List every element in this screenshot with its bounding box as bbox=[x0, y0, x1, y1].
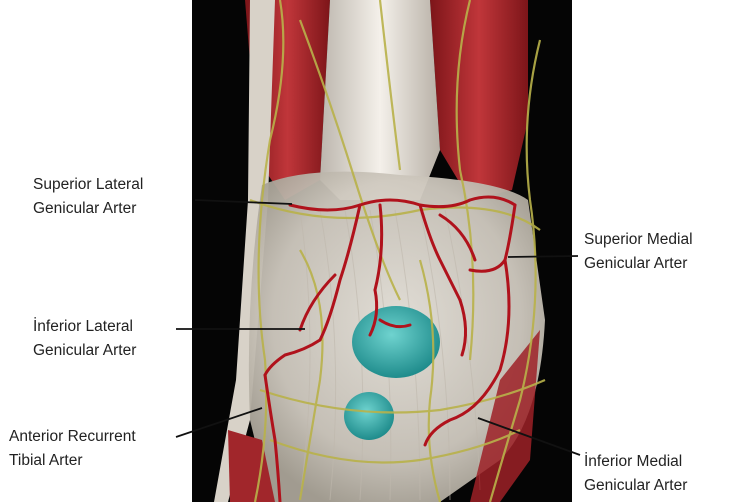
label-superior-lateral-line2: Genicular Arter bbox=[33, 197, 143, 221]
label-inferior-medial-line1: İnferior Medial bbox=[584, 450, 687, 474]
leader-superior-medial bbox=[508, 256, 578, 257]
label-inferior-medial-line2: Genicular Arter bbox=[584, 474, 687, 498]
quadriceps-tendon bbox=[320, 0, 440, 200]
label-anterior-recurrent-line2: Tibial Arter bbox=[9, 449, 136, 473]
label-anterior-recurrent-tibial: Anterior Recurrent Tibial Arter bbox=[9, 425, 136, 473]
label-anterior-recurrent-line1: Anterior Recurrent bbox=[9, 425, 136, 449]
label-superior-lateral-line1: Superior Lateral bbox=[33, 173, 143, 197]
label-inferior-lateral-line2: Genicular Arter bbox=[33, 339, 136, 363]
patella-highlight bbox=[352, 306, 440, 378]
label-superior-medial-line2: Genicular Arter bbox=[584, 252, 693, 276]
label-inferior-lateral-genicular: İnferior Lateral Genicular Arter bbox=[33, 315, 136, 363]
label-inferior-medial-genicular: İnferior Medial Genicular Arter bbox=[584, 450, 687, 498]
label-superior-lateral-genicular: Superior Lateral Genicular Arter bbox=[33, 173, 143, 221]
label-superior-medial-line1: Superior Medial bbox=[584, 228, 693, 252]
tibial-tuberosity-highlight bbox=[344, 392, 394, 440]
label-superior-medial-genicular: Superior Medial Genicular Arter bbox=[584, 228, 693, 276]
label-inferior-lateral-line1: İnferior Lateral bbox=[33, 315, 136, 339]
